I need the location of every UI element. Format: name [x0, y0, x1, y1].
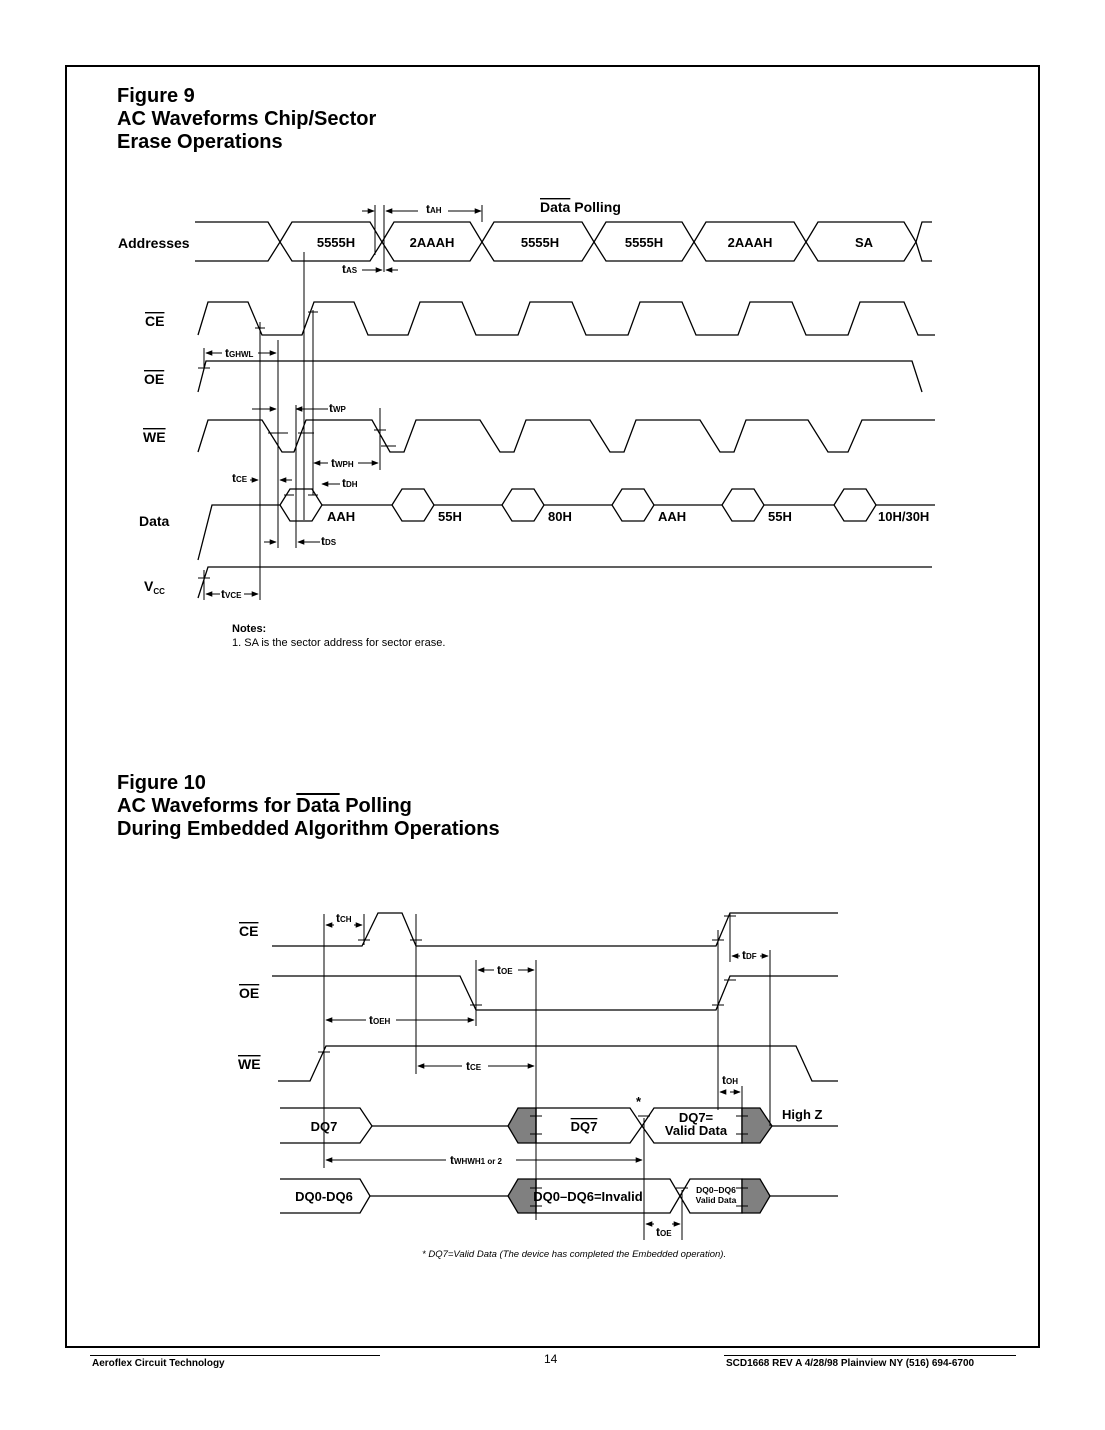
dq0-dq6-invalid-label: DQ0–DQ6=Invalid: [533, 1189, 643, 1204]
footer-company: Aeroflex Circuit Technology: [92, 1358, 225, 1369]
ce-waveform: [272, 912, 838, 947]
data-value: 80H: [548, 509, 572, 524]
timing-tah: tAH: [426, 202, 442, 216]
page-frame: [65, 65, 1040, 1348]
address-bus: [195, 221, 932, 262]
address-value: 5555H: [317, 235, 355, 250]
timing-tch: tCH: [336, 911, 352, 925]
figure9-diagram: Addresses CE OE WE Data VCC Data Polling…: [118, 199, 935, 601]
dq7-valid-label: DQ7=: [679, 1110, 714, 1125]
dq0-dq6-bus: [280, 1178, 838, 1214]
high-z-label: High Z: [782, 1107, 822, 1122]
page-number: 14: [544, 1352, 558, 1366]
timing-toe-bottom: tOE: [656, 1225, 672, 1239]
footer-rule-left: [90, 1355, 380, 1356]
oe-label: OE: [239, 985, 259, 1001]
notes: Notes: 1. SA is the sector address for s…: [232, 623, 446, 649]
vcc-label: VCC: [144, 578, 165, 596]
figure10-title: Figure 10 AC Waveforms for Data Polling …: [117, 772, 500, 840]
timing-tdh: tDH: [342, 476, 358, 490]
address-value: 2AAAH: [728, 235, 773, 250]
timing-tvce: tVCE: [221, 587, 242, 601]
timing-twhwh: tWHWH1 or 2: [450, 1153, 503, 1167]
timing-tds: tDS: [321, 534, 337, 548]
we-waveform: [197, 419, 935, 453]
addresses-label: Addresses: [118, 235, 190, 251]
oe-label: OE: [144, 371, 164, 387]
timing-reference-lines: [323, 914, 771, 1240]
we-waveform: [278, 1045, 838, 1082]
we-label: WE: [143, 429, 166, 445]
timing-tghwl: tGHWL: [225, 346, 254, 360]
timing-tas: tAS: [342, 262, 358, 276]
asterisk: *: [636, 1094, 642, 1109]
data-value: AAH: [327, 509, 355, 524]
figure10-diagram: CE OE WE DQ7 DQ7 DQ7= Valid Data High Z …: [238, 911, 838, 1240]
ce-label: CE: [145, 313, 164, 329]
address-value: 2AAAH: [410, 235, 455, 250]
data-label: Data: [139, 513, 170, 529]
ce-label: CE: [239, 923, 258, 939]
address-value: 5555H: [625, 235, 663, 250]
edge-ticks: [198, 311, 396, 579]
data-value: 10H/30H: [878, 509, 929, 524]
dq0-dq6-valid-label: Valid Data: [696, 1195, 737, 1205]
timing-tce: tCE: [232, 471, 248, 485]
address-value: SA: [855, 235, 874, 250]
edge-ticks: [318, 915, 748, 1207]
timing-tce: tCE: [466, 1059, 482, 1073]
oe-waveform: [197, 360, 923, 393]
footnote: * DQ7=Valid Data (The device has complet…: [422, 1249, 727, 1260]
data-bus: [197, 488, 935, 561]
data-polling-label: Data Polling: [540, 199, 621, 215]
timing-reference-lines: [203, 205, 483, 600]
dq7-bar-label: DQ7: [571, 1119, 598, 1134]
timing-twph: tWPH: [331, 456, 354, 470]
ce-waveform: [197, 301, 935, 336]
timing-toeh: tOEH: [369, 1013, 391, 1027]
dq7-bus: [280, 1107, 838, 1144]
data-value: 55H: [438, 509, 462, 524]
footer-doc-info: SCD1668 REV A 4/28/98 Plainview NY (516)…: [726, 1358, 975, 1369]
timing-tdf: tDF: [742, 948, 757, 962]
data-value: 55H: [768, 509, 792, 524]
dq0-dq6-valid-label: DQ0–DQ6: [696, 1185, 736, 1195]
figure9-title: Figure 9 AC Waveforms Chip/Sector Erase …: [117, 85, 377, 153]
data-value: AAH: [658, 509, 686, 524]
we-label: WE: [238, 1056, 261, 1072]
address-value: 5555H: [521, 235, 559, 250]
dq7-valid-label: Valid Data: [665, 1123, 728, 1138]
timing-twp: tWP: [329, 401, 347, 415]
timing-toh: tOH: [722, 1073, 738, 1087]
oe-waveform: [272, 975, 838, 1011]
footer-rule-right: [724, 1355, 1016, 1356]
vcc-waveform: [197, 566, 932, 599]
timing-toe: tOE: [497, 963, 513, 977]
dq0-dq6-label: DQ0-DQ6: [295, 1189, 353, 1204]
